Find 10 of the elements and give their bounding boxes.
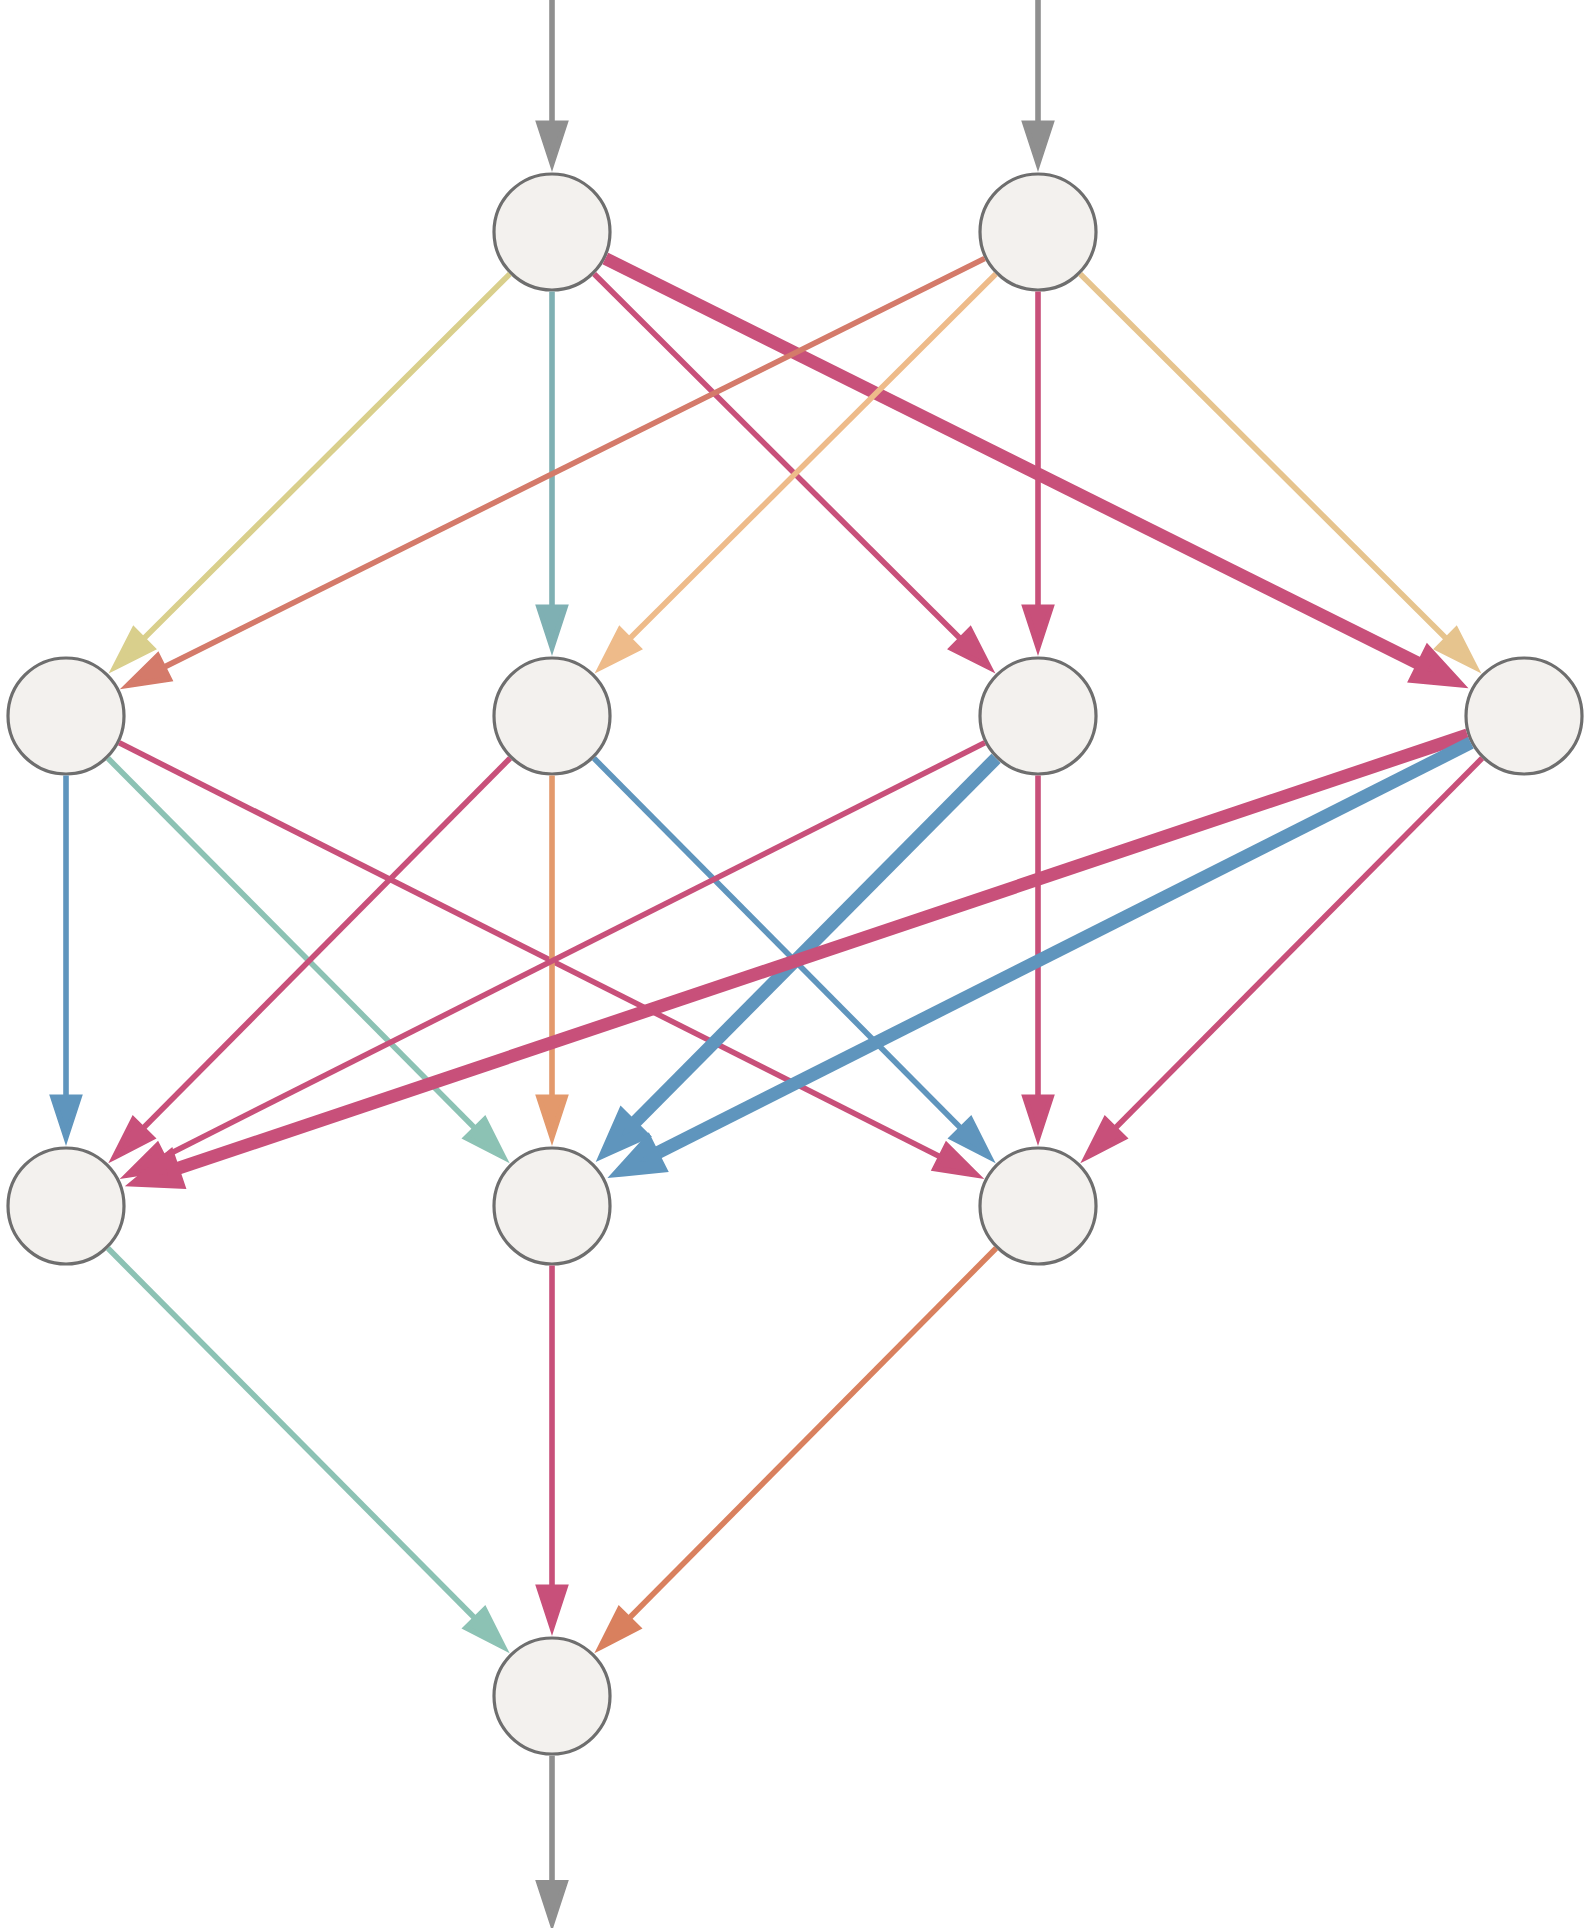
neuron-circle [6, 656, 126, 776]
neuron-circle [492, 1636, 612, 1756]
neuron-circle [6, 1146, 126, 1266]
neuron-circle [492, 172, 612, 292]
neuron-circle [1464, 656, 1584, 776]
neuron-circle [978, 1146, 1098, 1266]
neuron-circle [492, 1146, 612, 1266]
neuron-circle [978, 172, 1098, 292]
neuron-circle [492, 656, 612, 776]
neuron-circle [978, 656, 1098, 776]
